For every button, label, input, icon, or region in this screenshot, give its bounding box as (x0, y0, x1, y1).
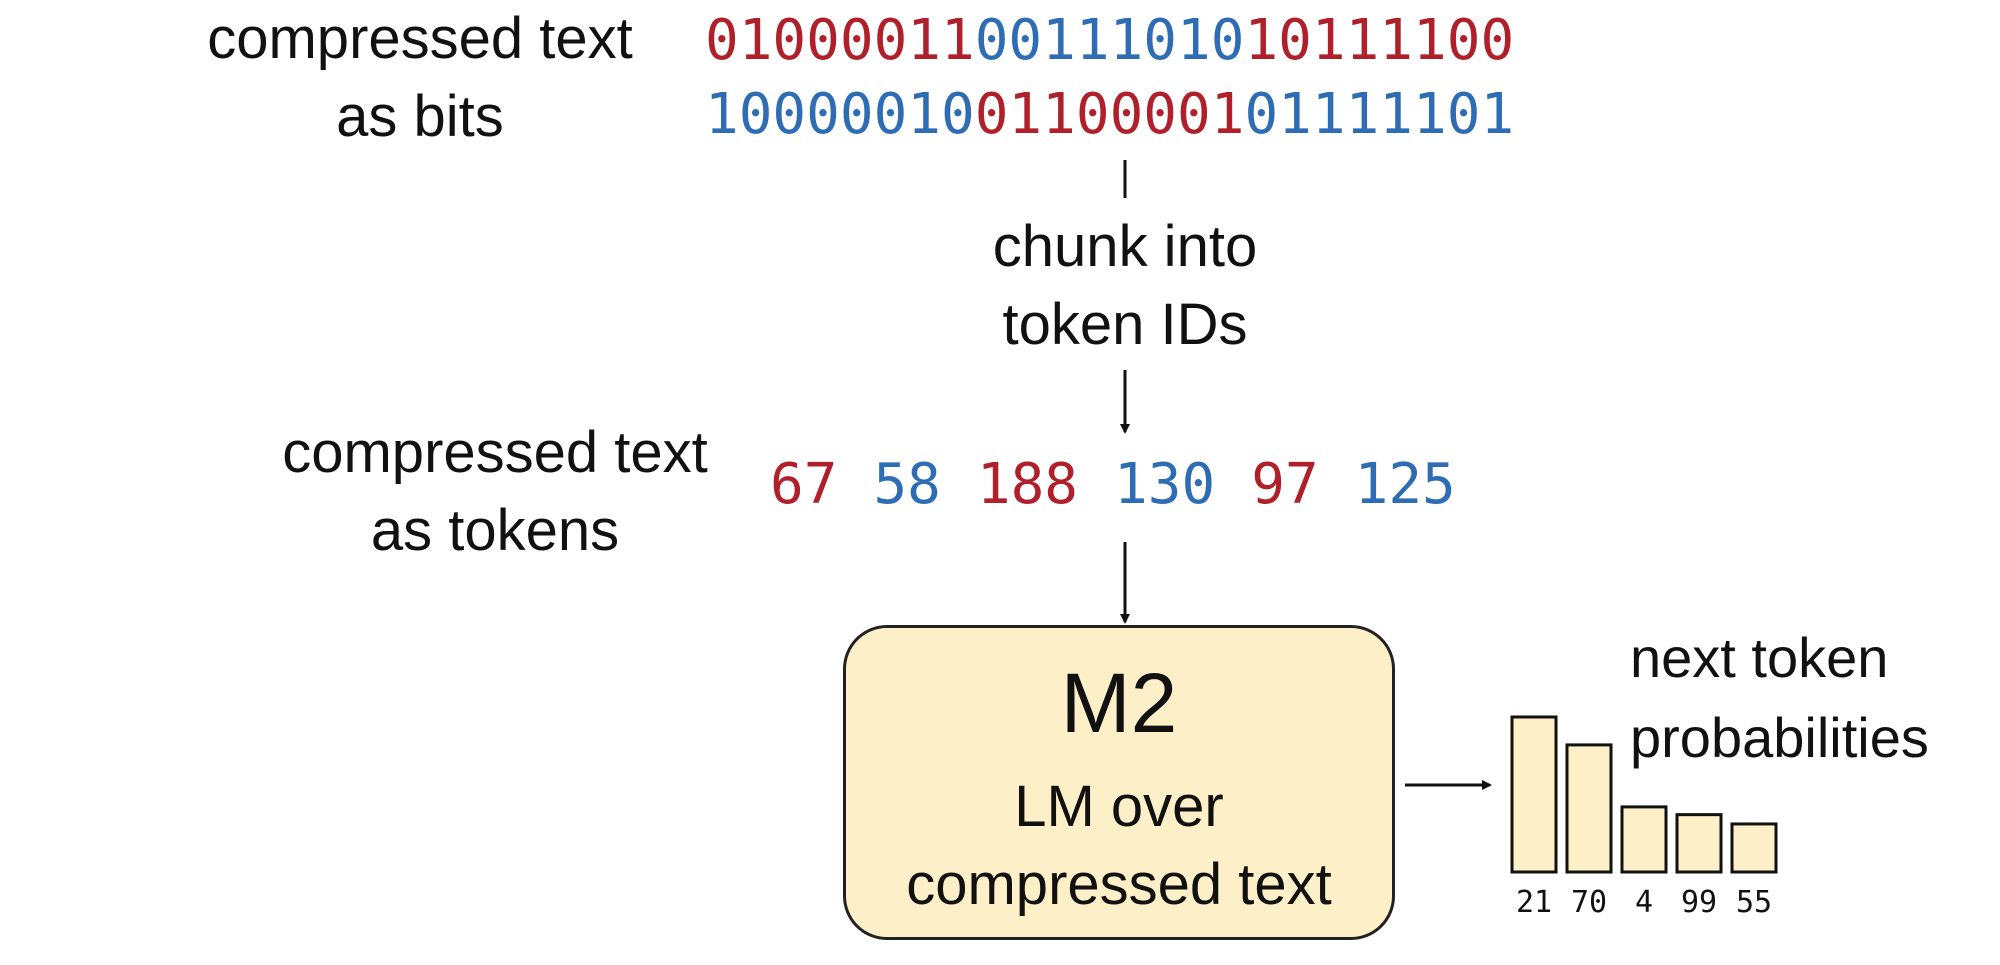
prob-label: next token probabilities (1630, 618, 1929, 778)
m2-title: M2 (1060, 656, 1178, 750)
chunk-label: chunk into token IDs (880, 208, 1370, 364)
bits-label: compressed text as bits (180, 0, 660, 156)
probability-bar (1565, 743, 1613, 874)
bits-label-line2: as bits (336, 84, 504, 149)
bits-segment: 01000011 (705, 8, 975, 73)
chunk-label-line2: token IDs (1002, 292, 1248, 357)
tokens-row: 67 58 188 130 97 125 (770, 452, 1492, 517)
bits-segment: 01111101 (1244, 82, 1515, 147)
tokens-label-line1: compressed text (282, 420, 708, 485)
probability-tick-label: 70 (1570, 885, 1608, 920)
token: 97 (1251, 452, 1319, 517)
token: 58 (873, 452, 941, 517)
chunk-label-line1: chunk into (992, 214, 1258, 279)
bits-segment: 10111100 (1244, 8, 1515, 73)
m2-subtitle-line1: LM over (1014, 774, 1224, 839)
m2-model-box: M2 LM over compressed text (843, 625, 1395, 940)
token: 125 (1354, 452, 1456, 517)
probability-bars (1510, 715, 1778, 874)
m2-subtitle-line2: compressed text (906, 852, 1332, 917)
token: 67 (770, 452, 838, 517)
probability-bar (1510, 715, 1558, 874)
bits-segment: 00111010 (974, 8, 1245, 73)
bits-label-line1: compressed text (207, 6, 633, 71)
prob-label-line1: next token (1630, 626, 1889, 689)
probability-tick-label: 99 (1680, 885, 1718, 920)
probability-tick-label: 55 (1735, 885, 1773, 920)
prob-label-line2: probabilities (1630, 706, 1929, 769)
token: 130 (1114, 452, 1216, 517)
bits-row-2: 100000100110000101111101 (705, 82, 1514, 147)
probability-bar (1730, 822, 1778, 874)
tokens-label: compressed text as tokens (250, 414, 740, 570)
tokens-label-line2: as tokens (370, 498, 620, 563)
probability-bar (1675, 813, 1723, 874)
bits-segment: 01100001 (974, 82, 1245, 147)
m2-subtitle: LM over compressed text (846, 768, 1392, 924)
probability-tick-label: 4 (1634, 885, 1654, 920)
token: 188 (976, 452, 1079, 517)
bits-segment: 10000010 (705, 82, 975, 147)
probability-bar (1620, 805, 1668, 874)
bits-row-1: 010000110011101010111100 (705, 8, 1514, 73)
probability-tick-label: 21 (1515, 885, 1553, 920)
